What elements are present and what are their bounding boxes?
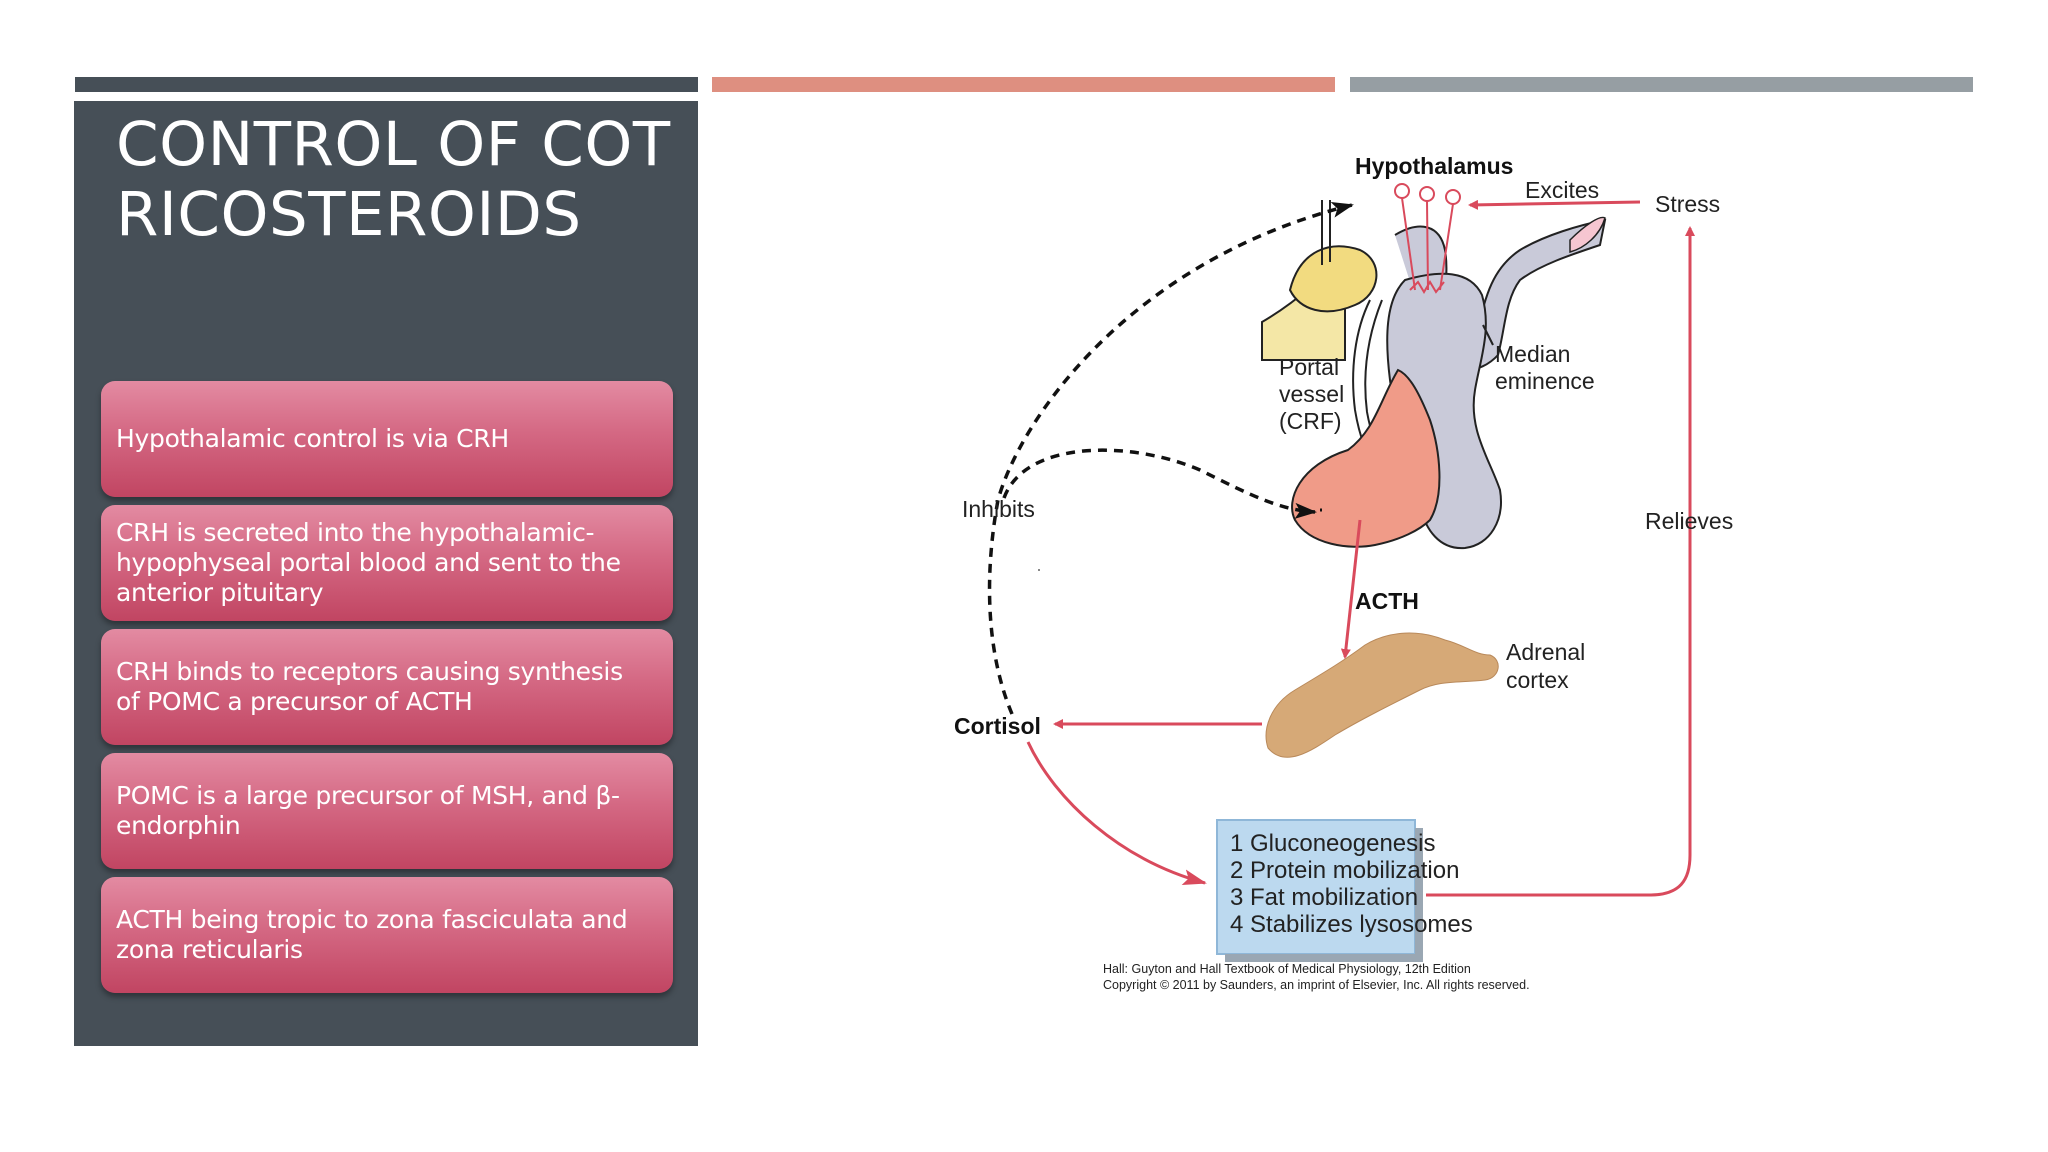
accent-bar-salmon <box>712 77 1335 92</box>
bullet-text: Hypothalamic control is via CRH <box>116 424 509 453</box>
bullet-card-2: CRH is secreted into the hypothalamic-hy… <box>101 505 673 621</box>
bullet-card-4: POMC is a large precursor of MSH, and β-… <box>101 753 673 869</box>
label-cortisol: Cortisol <box>954 713 1041 739</box>
effects-box <box>1216 819 1416 955</box>
bullet-card-3: CRH binds to receptors causing synthesis… <box>101 629 673 745</box>
accent-bar-gray <box>1350 77 1973 92</box>
cortisol-to-effects-arrow <box>1026 741 1207 885</box>
label-median: Median <box>1495 341 1570 367</box>
effect-item-2: 2 Protein mobilization <box>1230 857 1459 884</box>
bullet-card-1: Hypothalamic control is via CRH <box>101 381 673 497</box>
label-eminence: eminence <box>1495 368 1595 394</box>
bullet-text: ACTH being tropic to zona fasciculata an… <box>116 905 628 964</box>
label-portal: Portal <box>1279 354 1339 380</box>
effect-item-4: 4 Stabilizes lysosomes <box>1230 911 1473 938</box>
acth-arrow <box>1340 519 1362 659</box>
slide-title: CONTROL OF COTRICOSTEROIDS <box>116 109 671 250</box>
label-cortex: cortex <box>1506 667 1569 693</box>
label-relieves: Relieves <box>1645 508 1733 534</box>
label-vessel: vessel <box>1279 381 1344 407</box>
relieves-arrow <box>1426 226 1695 897</box>
bullet-card-5: ACTH being tropic to zona fasciculata an… <box>101 877 673 993</box>
inhibits-dashed-path <box>987 202 1354 715</box>
hypothalamus-anatomy <box>1261 183 1607 550</box>
inhibits-pituitary-dashed-path <box>1002 448 1317 519</box>
accent-bar-dark <box>75 77 698 92</box>
credit-line-1: Hall: Guyton and Hall Textbook of Medica… <box>1103 962 1471 976</box>
label-inhibits: Inhibits <box>962 496 1035 522</box>
stress-to-hypothalamus-arrow <box>1468 199 1641 210</box>
effect-item-1: 1 Gluconeogenesis <box>1230 830 1435 857</box>
label-crf: (CRF) <box>1279 408 1342 434</box>
adrenal-cortex-shape <box>1265 632 1499 758</box>
label-adrenal: Adrenal <box>1506 639 1585 665</box>
label-excites: Excites <box>1525 177 1599 203</box>
label-hypothalamus: Hypothalamus <box>1355 153 1513 179</box>
effect-item-3: 3 Fat mobilization <box>1230 884 1418 911</box>
bullet-text: CRH binds to receptors causing synthesis… <box>116 657 623 716</box>
label-acth: ACTH <box>1355 588 1419 614</box>
credit-line-2: Copyright © 2011 by Saunders, an imprint… <box>1103 978 1530 992</box>
bullet-text: CRH is secreted into the hypothalamic-hy… <box>116 518 621 607</box>
bullet-text: POMC is a large precursor of MSH, and β-… <box>116 781 620 840</box>
label-stress: Stress <box>1655 191 1720 217</box>
